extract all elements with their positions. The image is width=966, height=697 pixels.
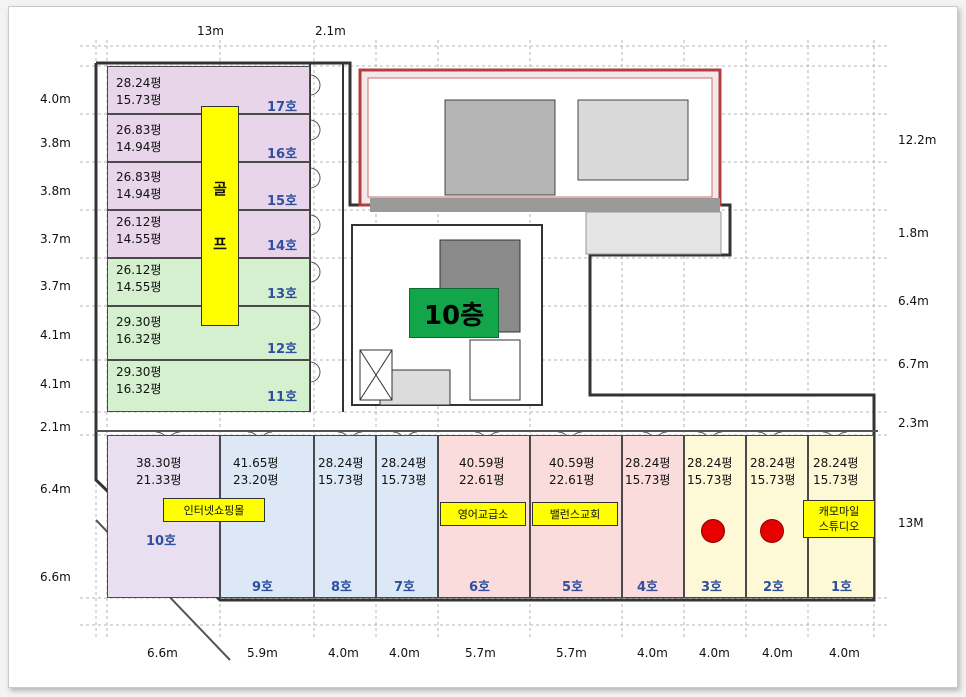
left-dim: 3.7m (40, 232, 71, 246)
unit-2 (746, 435, 808, 598)
bottom-dim: 4.0m (762, 646, 793, 660)
roof-band (370, 198, 720, 212)
red-marker (701, 519, 725, 543)
elevator-block (469, 339, 521, 401)
door-swing (309, 224, 321, 236)
door-swing (309, 319, 321, 331)
unit-9-number: 9호 (252, 580, 274, 595)
unit-6-number: 6호 (469, 580, 491, 595)
unit-3 (684, 435, 746, 598)
left-dim: 3.8m (40, 184, 71, 198)
unit-11 (107, 360, 310, 412)
unit-4-number: 4호 (637, 580, 659, 595)
door-swing (309, 309, 321, 321)
unit-4 (622, 435, 684, 598)
door-swing (309, 371, 321, 383)
roof-structure (577, 99, 689, 181)
left-dim: 3.8m (40, 136, 71, 150)
right-dim: 6.4m (898, 294, 929, 308)
bottom-dim: 6.6m (147, 646, 178, 660)
red-marker (760, 519, 784, 543)
door-swing (309, 271, 321, 283)
right-dim: 13M (898, 516, 924, 530)
left-dim: 2.1m (40, 420, 71, 434)
right-dim: 6.7m (898, 357, 929, 371)
door-swing (309, 361, 321, 373)
bottom-dim: 5.9m (247, 646, 278, 660)
golf-tag: 골 프 (201, 106, 239, 326)
top-dim-2-1m: 2.1m (315, 24, 346, 38)
left-dim: 3.7m (40, 279, 71, 293)
door-swing (309, 84, 321, 96)
door-swing (309, 214, 321, 226)
left-dim: 4.0m (40, 92, 71, 106)
door-swing (309, 129, 321, 141)
unit-1-number: 1호 (831, 580, 853, 595)
door-swing (309, 74, 321, 86)
terrace (585, 211, 722, 255)
bottom-dim: 4.0m (699, 646, 730, 660)
bottom-dim: 4.0m (637, 646, 668, 660)
door-swing (309, 119, 321, 131)
unit-14-number: 14호 (267, 239, 298, 254)
bottom-dim: 4.0m (389, 646, 420, 660)
unit-10-number: 10호 (146, 534, 177, 549)
unit-11-number: 11호 (267, 390, 298, 405)
unit-13-number: 13호 (267, 287, 298, 302)
top-dim-13m: 13m (197, 24, 224, 38)
unit-15-number: 15호 (267, 194, 298, 209)
bottom-dim: 4.0m (829, 646, 860, 660)
left-dim: 6.4m (40, 482, 71, 496)
shaft-cross (359, 349, 393, 401)
door-swing (309, 177, 321, 189)
internet-shop-tag: 인터넷쇼핑몰 (163, 498, 265, 522)
unit-8 (314, 435, 376, 598)
left-dim: 4.1m (40, 328, 71, 342)
unit-16-number: 16호 (267, 147, 298, 162)
right-dim: 12.2m (898, 133, 937, 147)
unit-2-number: 2호 (763, 580, 785, 595)
left-dim: 4.1m (40, 377, 71, 391)
unit-8-number: 8호 (331, 580, 353, 595)
unit-12-number: 12호 (267, 342, 298, 357)
unit-3-number: 3호 (701, 580, 723, 595)
left-dim: 6.6m (40, 570, 71, 584)
roof-equipment (444, 99, 556, 196)
unit-7-number: 7호 (394, 580, 416, 595)
bottom-dim: 4.0m (328, 646, 359, 660)
door-swing (309, 261, 321, 273)
corridor-wall (96, 430, 878, 432)
floor-label: 10층 (409, 288, 499, 338)
right-dim: 2.3m (898, 416, 929, 430)
bottom-dim: 5.7m (465, 646, 496, 660)
right-dim: 1.8m (898, 226, 929, 240)
unit-5-number: 5호 (562, 580, 584, 595)
unit-7 (376, 435, 438, 598)
english-school-tag: 영어교급소 (440, 502, 526, 526)
door-swing (309, 167, 321, 179)
bottom-dim: 5.7m (556, 646, 587, 660)
balance-church-tag: 밸런스교회 (532, 502, 618, 526)
unit-17-number: 17호 (267, 100, 298, 115)
